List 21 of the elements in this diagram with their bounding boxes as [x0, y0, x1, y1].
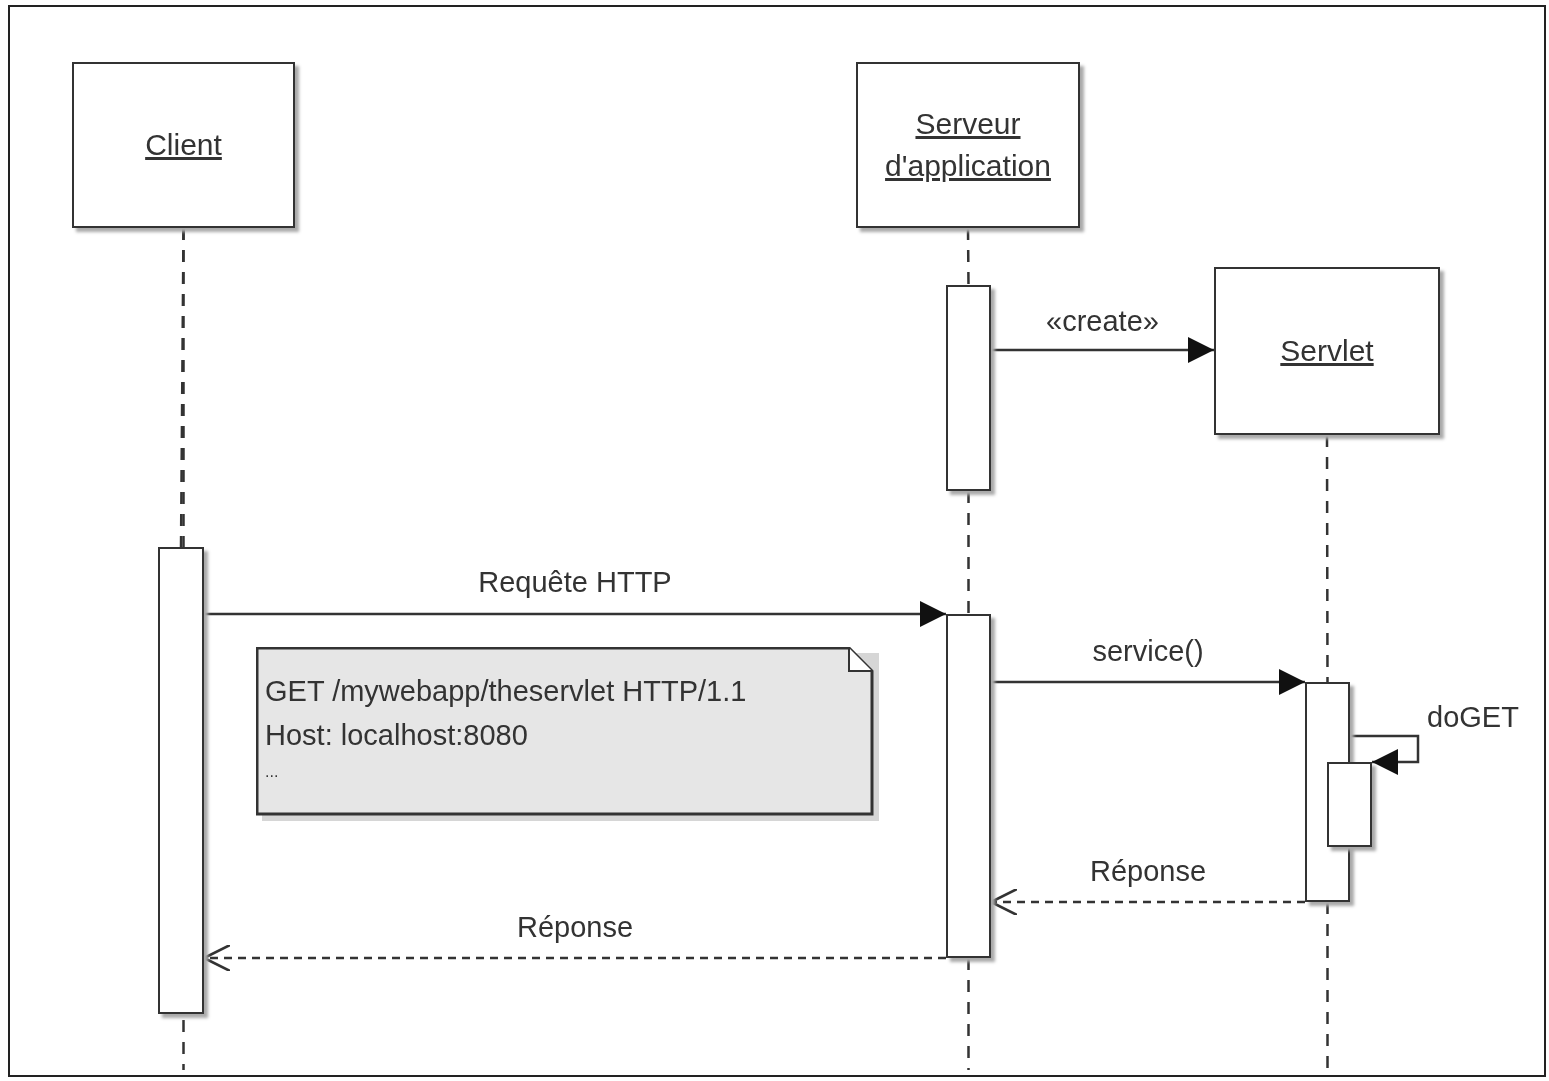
- note-text: ...: [265, 762, 280, 782]
- lifeline: [1325, 435, 1329, 682]
- lifeline-head-box: [72, 62, 295, 228]
- lifeline-name: Serveur d'application: [884, 106, 1052, 184]
- message-arrow: [1350, 734, 1420, 775]
- message-arrow: [991, 669, 1305, 695]
- activation-bar: [158, 547, 204, 1014]
- lifeline-name: Client: [145, 127, 222, 163]
- lifeline-name: Servlet: [1280, 333, 1374, 369]
- note-text: Host: localhost:8080: [265, 718, 529, 753]
- lifeline-head-box: [856, 62, 1080, 228]
- activation-bar: [1327, 762, 1372, 847]
- activation-bar: [946, 285, 991, 491]
- message-arrow: [204, 601, 946, 627]
- activation-bar: [946, 614, 991, 958]
- lifeline: [179, 228, 185, 547]
- lifeline: [967, 491, 970, 614]
- note-text: GET /mywebapp/theservlet HTTP/1.1: [265, 674, 748, 709]
- lifeline: [966, 228, 970, 285]
- message-arrow: [991, 337, 1214, 363]
- lifeline-head-box: [1214, 267, 1440, 435]
